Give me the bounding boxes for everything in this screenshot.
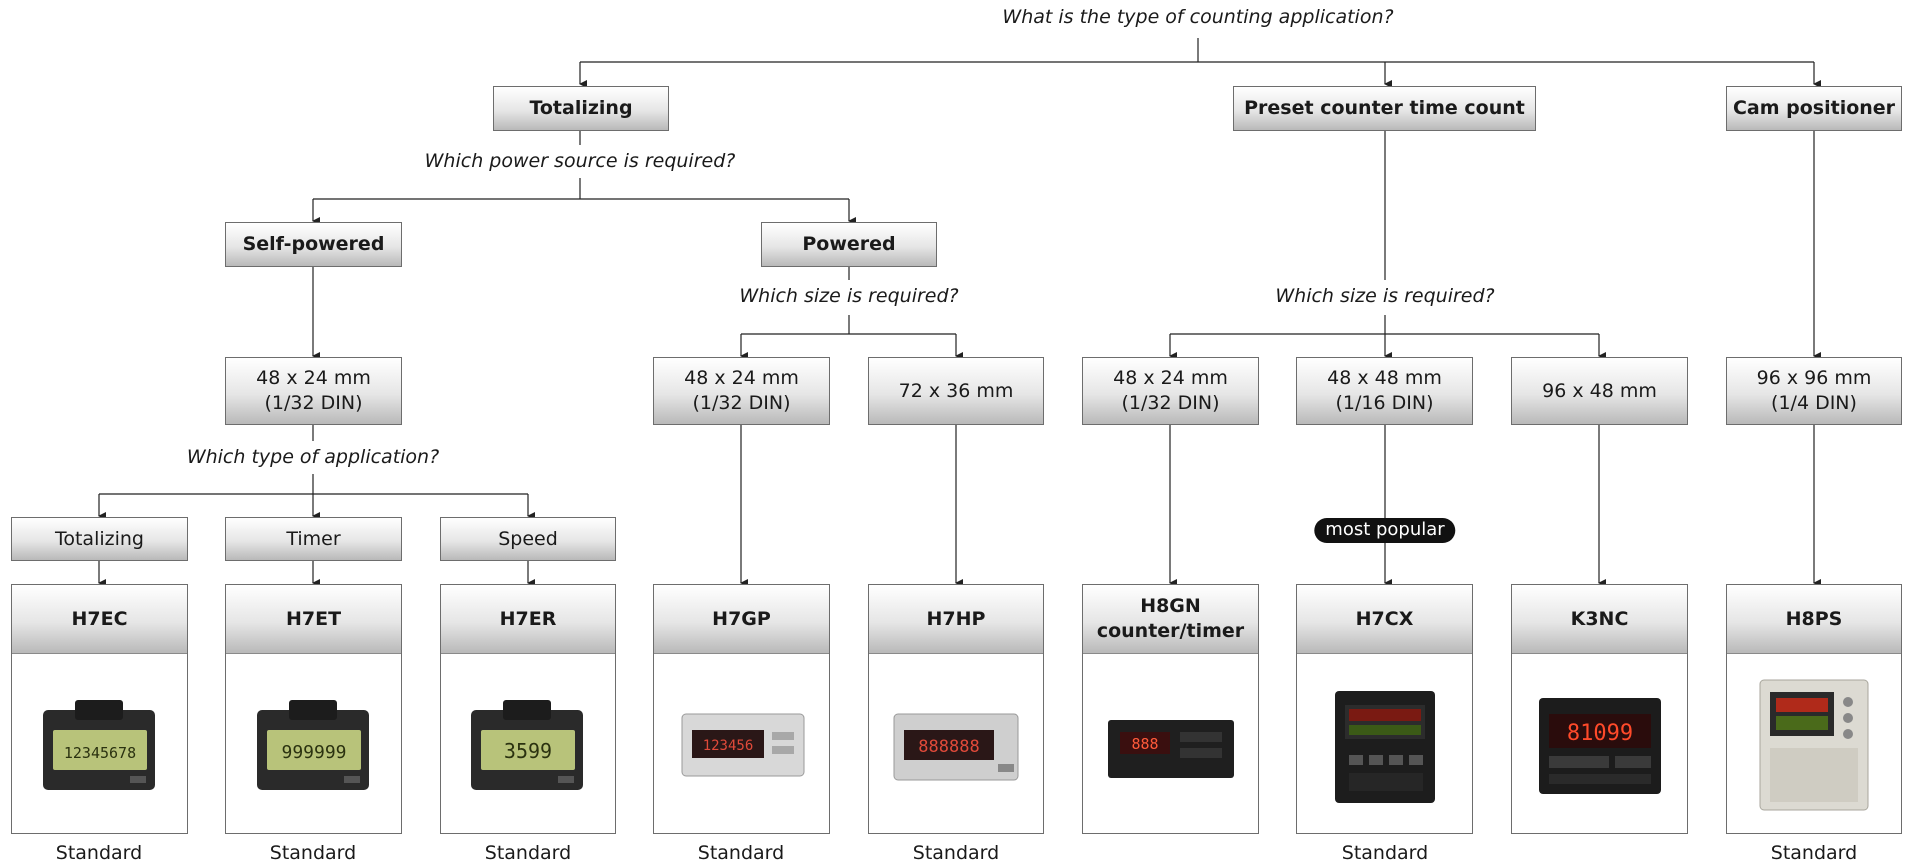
- node-size-cam-96x96: 96 x 96 mm (1/4 DIN): [1726, 357, 1902, 425]
- node-size-self-powered: 48 x 24 mm (1/32 DIN): [225, 357, 402, 425]
- product-card-h8ps: H8PS: [1726, 584, 1902, 834]
- node-cam-positioner: Cam positioner: [1726, 86, 1902, 131]
- product-footer-label: Standard: [55, 842, 143, 864]
- product-name: H8PS: [1727, 585, 1901, 654]
- product-name-line: H7CX: [1355, 607, 1414, 630]
- product-name-line: H7EC: [71, 607, 128, 630]
- question-application-type: What is the type of counting application…: [1002, 6, 1394, 28]
- node-size-powered-48x24: 48 x 24 mm (1/32 DIN): [653, 357, 830, 425]
- product-card-k3nc: K3NC 81099: [1511, 584, 1688, 834]
- product-card-h8gn: H8GN counter/timer 888: [1082, 584, 1259, 834]
- size-line-1: 48 x 24 mm: [684, 367, 799, 390]
- size-line-1: 48 x 48 mm: [1327, 367, 1442, 390]
- counter-lcd-image: 12345678: [12, 654, 187, 835]
- node-app-totalizing: Totalizing: [11, 517, 188, 561]
- product-name: H7GP: [654, 585, 829, 654]
- display-digits: 888: [1131, 735, 1158, 753]
- node-size-preset-48x48: 48 x 48 mm (1/16 DIN): [1296, 357, 1473, 425]
- node-size-preset-48x24: 48 x 24 mm (1/32 DIN): [1082, 357, 1259, 425]
- size-line-1: 96 x 96 mm: [1756, 367, 1872, 390]
- product-footer-label: Standard: [1770, 842, 1858, 864]
- product-name: H8GN counter/timer: [1083, 585, 1258, 654]
- product-card-h7cx: H7CX: [1296, 584, 1473, 834]
- cam-positioner-image: [1727, 654, 1901, 835]
- product-card-h7er: H7ER 3599: [440, 584, 616, 834]
- product-footer-label: Standard: [269, 842, 357, 864]
- product-footer-label: Standard: [912, 842, 1000, 864]
- question-size-preset: Which size is required?: [1275, 285, 1495, 307]
- most-popular-badge: most popular: [1314, 518, 1456, 543]
- counter-lcd-image: 999999: [226, 654, 401, 835]
- size-line-1: 96 x 48 mm: [1542, 379, 1657, 402]
- product-name-line: H7ER: [499, 607, 557, 630]
- counter-led-black-image: 81099: [1512, 654, 1687, 835]
- product-footer-label: Standard: [1341, 842, 1429, 864]
- counter-led-white-image: 123456: [654, 654, 829, 835]
- display-digits: 123456: [702, 738, 753, 754]
- node-self-powered: Self-powered: [225, 222, 402, 267]
- question-application-subtype: Which type of application?: [186, 446, 440, 468]
- product-name-line: H7GP: [712, 607, 771, 630]
- size-line-2: (1/32 DIN): [692, 392, 791, 414]
- product-name: H7ET: [226, 585, 401, 654]
- display-digits: 888888: [918, 737, 979, 757]
- node-size-preset-96x48: 96 x 48 mm: [1511, 357, 1688, 425]
- product-name: H7HP: [869, 585, 1043, 654]
- product-name-line: H7HP: [926, 607, 986, 630]
- product-name: H7EC: [12, 585, 187, 654]
- product-name: K3NC: [1512, 585, 1687, 654]
- product-card-h7et: H7ET 999999: [225, 584, 402, 834]
- product-name-line: H7ET: [285, 607, 342, 630]
- node-size-powered-72x36: 72 x 36 mm: [868, 357, 1044, 425]
- node-preset-counter: Preset counter time count: [1233, 86, 1536, 131]
- counter-lcd-image: 3599: [441, 654, 615, 835]
- size-line-1: 48 x 24 mm: [1113, 367, 1228, 390]
- node-app-timer: Timer: [225, 517, 402, 561]
- product-name-line-2: counter/timer: [1096, 620, 1245, 642]
- size-line-2: (1/32 DIN): [1121, 392, 1220, 414]
- product-card-h7ec: H7EC 12345678: [11, 584, 188, 834]
- counter-led-white-image: 888888: [869, 654, 1043, 835]
- product-name-line: H8PS: [1785, 607, 1843, 630]
- size-line-1: 48 x 24 mm: [256, 367, 371, 390]
- display-digits: 999999: [281, 742, 346, 763]
- node-powered: Powered: [761, 222, 937, 267]
- question-power-source: Which power source is required?: [424, 150, 736, 172]
- node-app-speed: Speed: [440, 517, 616, 561]
- display-digits: 12345678: [63, 744, 135, 762]
- product-name-line: K3NC: [1570, 607, 1629, 630]
- product-card-h7gp: H7GP 123456: [653, 584, 830, 834]
- product-name: H7CX: [1297, 585, 1472, 654]
- product-footer-label: Standard: [697, 842, 785, 864]
- display-digits: 81099: [1566, 721, 1632, 746]
- size-line-2: (1/16 DIN): [1335, 392, 1434, 414]
- product-name: H7ER: [441, 585, 615, 654]
- size-line-2: (1/32 DIN): [264, 392, 363, 414]
- question-size-powered: Which size is required?: [739, 285, 959, 307]
- product-name-line: H8GN: [1140, 595, 1201, 618]
- display-digits: 3599: [504, 739, 552, 763]
- product-footer-label: Standard: [484, 842, 572, 864]
- node-totalizing: Totalizing: [493, 86, 669, 131]
- size-line-2: (1/4 DIN): [1771, 392, 1857, 414]
- counter-led-black-image: 888: [1083, 654, 1258, 835]
- counter-square-black-image: [1297, 654, 1472, 835]
- product-card-h7hp: H7HP 888888: [868, 584, 1044, 834]
- size-line-1: 72 x 36 mm: [898, 379, 1014, 402]
